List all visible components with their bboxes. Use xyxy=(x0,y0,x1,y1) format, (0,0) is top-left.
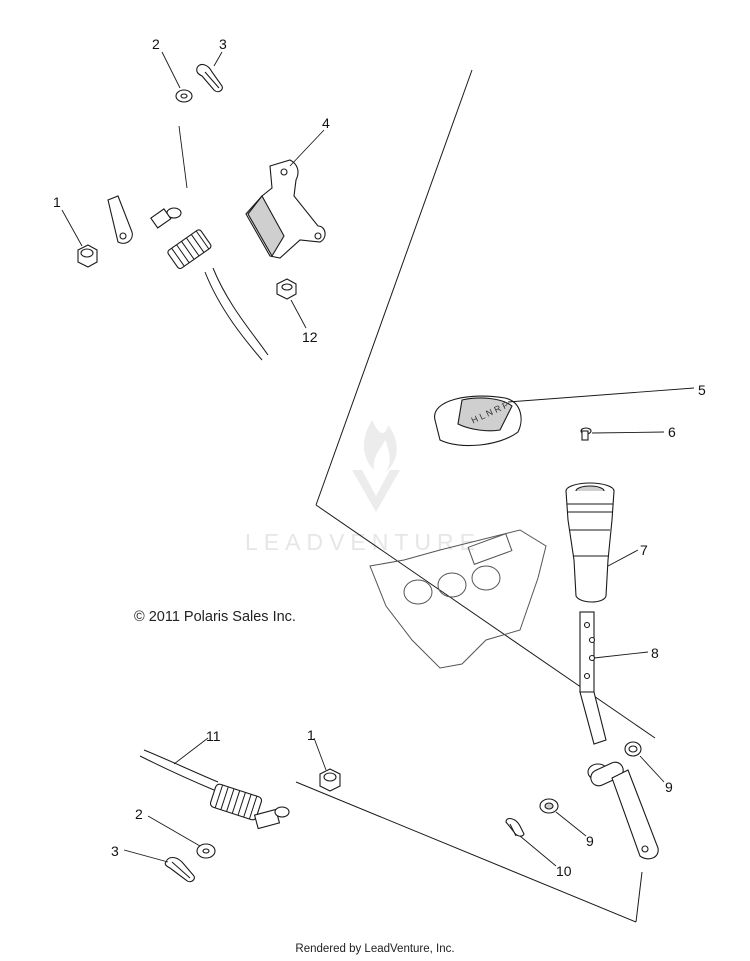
nut-part-1-lower xyxy=(319,768,341,792)
callout-numbers: 1 2 3 4 12 5 6 7 8 9 9 10 11 1 2 3 xyxy=(53,36,706,879)
nut-part-1-top xyxy=(77,244,98,268)
rendered-by-footer: Rendered by LeadVenture, Inc. xyxy=(295,943,455,955)
washer-part-2-lower xyxy=(196,843,216,859)
callout-2-lower: 2 xyxy=(135,806,143,822)
callout-10: 10 xyxy=(556,863,572,879)
bolt-part-12 xyxy=(276,278,297,300)
bushing-part-9-lower xyxy=(539,798,559,814)
bracket-part-4 xyxy=(245,159,326,259)
pin-part-6 xyxy=(580,427,592,441)
shifter-bracket-ghost xyxy=(369,529,547,669)
callout-12: 12 xyxy=(302,329,318,345)
clip-part-10 xyxy=(505,817,525,837)
watermark-text: LEADVENTURE xyxy=(245,529,481,555)
callout-1-top: 1 xyxy=(53,194,61,210)
callout-9-right: 9 xyxy=(665,779,673,795)
callout-6: 6 xyxy=(668,424,676,440)
callout-11: 11 xyxy=(206,728,221,744)
upper-cable-assembly xyxy=(107,125,269,361)
bushing-part-9-right xyxy=(624,741,642,757)
callout-2-top: 2 xyxy=(152,36,160,52)
callout-1-lower: 1 xyxy=(307,727,315,743)
shift-lever-part-8 xyxy=(579,611,659,860)
leader-lines xyxy=(61,51,695,867)
callout-9-lower: 9 xyxy=(586,833,594,849)
callout-8: 8 xyxy=(651,645,659,661)
callout-3-lower: 3 xyxy=(111,843,119,859)
lower-cable-part-11 xyxy=(139,749,290,830)
shift-knob-part-7 xyxy=(565,482,615,603)
callout-3-top: 3 xyxy=(219,36,227,52)
callout-4: 4 xyxy=(322,115,330,131)
boundary-lines xyxy=(295,69,656,923)
copyright-text: © 2011 Polaris Sales Inc. xyxy=(134,609,296,625)
washer-part-2-top xyxy=(175,89,193,103)
clip-part-3-lower xyxy=(164,856,195,883)
leadventure-watermark: LEADVENTURE xyxy=(245,420,481,555)
clip-part-3-top xyxy=(196,63,223,93)
callout-5: 5 xyxy=(698,382,706,398)
shift-knob-cap-part-5: H L N R P xyxy=(434,395,522,447)
callout-7: 7 xyxy=(640,542,648,558)
